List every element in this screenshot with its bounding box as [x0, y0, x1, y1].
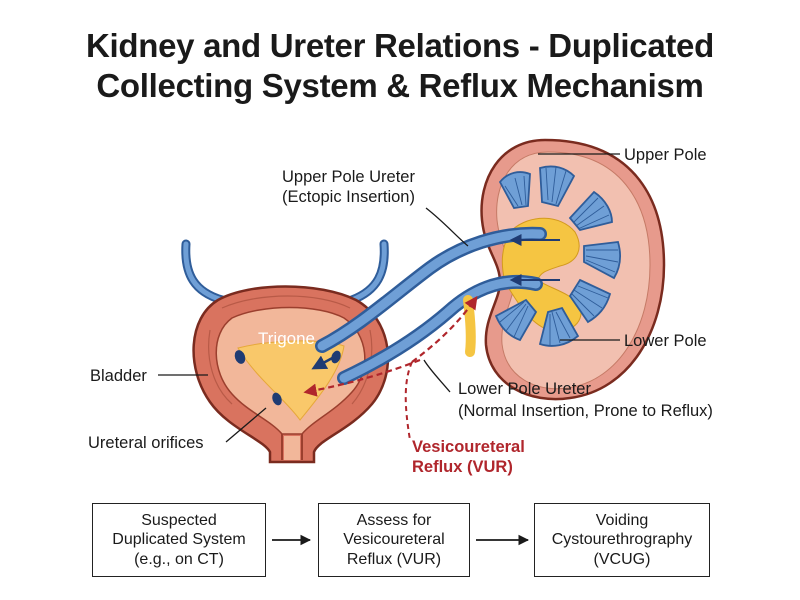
flow-box-1-line-3: (e.g., on CT) — [134, 550, 224, 568]
flow-box-3-line-3: (VCUG) — [593, 550, 651, 568]
flow-arrow-1 — [272, 534, 312, 546]
reflux-path-bladder — [303, 358, 421, 397]
flow-box-assess-vur: Assess for Vesicoureteral Reflux (VUR) — [318, 503, 470, 577]
ureteral-orifice-upper — [234, 350, 246, 364]
trigone-label: Trigone — [258, 329, 315, 348]
label-bladder: Bladder — [90, 367, 147, 385]
calyx-4 — [583, 241, 621, 280]
flow-box-3-line-2: Cystourethrography — [551, 531, 693, 549]
renal-calyces — [494, 165, 621, 347]
calyx-3 — [568, 190, 613, 232]
label-lower-ureter-2: (Normal Insertion, Prone to Reflux) — [458, 402, 713, 420]
kidney-cortex — [496, 151, 651, 390]
calyx-5 — [568, 278, 612, 324]
title-line-2: Collecting System & Reflux Mechanism — [96, 67, 704, 104]
urethra — [281, 434, 303, 460]
label-ureteral-orifices: Ureteral orifices — [88, 434, 204, 452]
label-vur-2: Reflux (VUR) — [412, 458, 513, 476]
label-upper-ureter-2: (Ectopic Insertion) — [282, 188, 415, 206]
reflux-pointer — [404, 361, 413, 441]
calyx-2 — [539, 165, 576, 208]
ureteral-orifice-lower — [272, 392, 282, 406]
flow-box-2-line-2: Vesicoureteral — [343, 531, 445, 549]
flow-arrow-2 — [476, 534, 530, 546]
flow-box-1-line-1: Suspected — [141, 511, 217, 529]
reflux-path-ureter — [411, 295, 478, 363]
label-upper-pole: Upper Pole — [624, 146, 707, 164]
leader-orifices — [225, 407, 267, 443]
flow-box-3-line-1: Voiding — [595, 511, 649, 529]
flow-box-2-line-1: Assess for — [356, 511, 432, 529]
label-vur-1: Vesicoureteral — [412, 438, 525, 456]
flow-arrow-trigone — [311, 354, 337, 370]
flow-box-vcug: Voiding Cystourethrography (VCUG) — [534, 503, 710, 577]
bladder: Trigone — [181, 239, 390, 464]
calyx-1 — [498, 171, 531, 209]
calyx-6 — [538, 306, 580, 347]
flow-box-1-line-2: Duplicated System — [112, 531, 246, 549]
leader-lower-ureter — [423, 359, 451, 393]
leader-upper-ureter — [425, 207, 469, 247]
flow-box-2-line-3: Reflux (VUR) — [346, 550, 442, 568]
flow-box-suspected: Suspected Duplicated System (e.g., on CT… — [92, 503, 266, 577]
label-upper-ureter-1: Upper Pole Ureter — [282, 168, 415, 186]
label-lower-pole: Lower Pole — [624, 332, 707, 350]
diagram-title: Kidney and Ureter Relations - Duplicated… — [0, 26, 800, 106]
label-lower-ureter-1: Lower Pole Ureter — [458, 380, 591, 398]
kidney — [480, 138, 666, 401]
title-line-1: Kidney and Ureter Relations - Duplicated — [86, 27, 714, 64]
